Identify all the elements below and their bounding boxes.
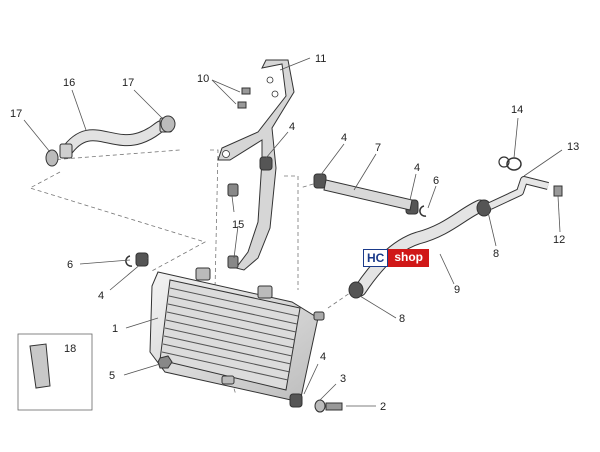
hose-clamp-lower	[348, 281, 364, 299]
spacer-upper	[227, 183, 239, 197]
grommet-tube-left	[313, 173, 327, 189]
bent-pipe-part	[488, 156, 549, 210]
radiator-fins	[161, 287, 299, 381]
logo-shop-text: shop	[388, 249, 430, 267]
callout-9: 9	[454, 284, 460, 296]
callout-4-lower: 4	[320, 351, 326, 363]
radiator-part	[149, 267, 325, 403]
nut-part	[157, 355, 173, 369]
grommet-upper	[259, 156, 273, 171]
callout-16: 16	[63, 77, 75, 89]
callout-6-right: 6	[433, 175, 439, 187]
leader-lines	[23, 57, 563, 407]
callout-3: 3	[340, 373, 346, 385]
hose-clamp-right	[160, 115, 176, 133]
callout-4-tube-right: 4	[414, 162, 420, 174]
clip-left	[125, 255, 133, 267]
callout-17-left: 17	[10, 108, 22, 120]
bolt-12-part	[553, 185, 563, 197]
callout-8-upper: 8	[493, 248, 499, 260]
callout-13: 13	[567, 141, 579, 153]
callout-2: 2	[380, 401, 386, 413]
callout-12: 12	[553, 234, 565, 246]
callout-labels: 1 2 3 4 4 4 4 4 5 6 6 7 8 8 9 10 11 12 1…	[10, 53, 579, 413]
callout-4-tube-left: 4	[341, 132, 347, 144]
grommet-lower	[289, 393, 303, 408]
callout-6-left: 6	[67, 259, 73, 271]
callout-15: 15	[232, 219, 244, 231]
callout-5: 5	[109, 370, 115, 382]
lower-hose-part	[353, 199, 487, 297]
callout-18: 18	[64, 343, 76, 355]
callout-14: 14	[511, 104, 523, 116]
callout-11: 11	[315, 53, 326, 65]
callout-17-right: 17	[122, 77, 134, 89]
washer-part	[314, 399, 326, 413]
hose-clamp-left	[45, 149, 59, 167]
callout-10: 10	[197, 73, 209, 85]
spacer-lower	[227, 255, 239, 269]
grommet-left	[135, 252, 149, 267]
bolts-part	[237, 87, 251, 109]
logo-hc-text: HC	[363, 249, 389, 267]
clip-right	[419, 205, 427, 217]
tube-part	[323, 179, 413, 211]
callout-7: 7	[375, 142, 381, 154]
callout-4-upper: 4	[289, 121, 295, 133]
mounting-bracket-part	[217, 59, 295, 271]
bolt-2-part	[325, 402, 343, 411]
sticker-box	[17, 333, 93, 411]
callout-8-lower: 8	[399, 313, 405, 325]
hcshop-watermark-logo: HC shop	[363, 249, 430, 267]
callout-1: 1	[112, 323, 118, 335]
callout-4-left: 4	[98, 290, 104, 302]
